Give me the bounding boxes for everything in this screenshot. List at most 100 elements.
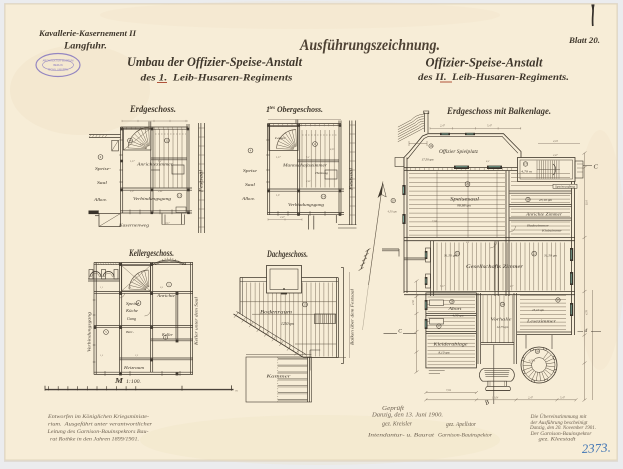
svg-text:Badezimmer: Badezimmer <box>527 224 550 228</box>
svg-text:31,50 qm: 31,50 qm <box>544 254 558 259</box>
svg-text:15: 15 <box>304 304 307 307</box>
svg-text:Obergeschoss.: Obergeschoss. <box>275 105 323 114</box>
svg-text:gez. Kreisler: gez. Kreisler <box>382 422 413 428</box>
svg-text:8,10: 8,10 <box>586 200 589 205</box>
svg-text:1250 qm: 1250 qm <box>281 322 294 326</box>
svg-text:m: m <box>236 389 239 393</box>
svg-text:6: 6 <box>100 156 102 159</box>
svg-text:Offizier-Speise-Anstalt: Offizier-Speise-Anstalt <box>426 56 544 70</box>
svg-text:tes: tes <box>270 106 276 111</box>
svg-text:4,50 qm: 4,50 qm <box>388 210 397 214</box>
svg-text:0,17: 0,17 <box>165 222 170 225</box>
svg-text:4,50 qm: 4,50 qm <box>453 315 464 318</box>
svg-text:14: 14 <box>322 196 325 199</box>
svg-text:gez. Apellstor: gez. Apellstor <box>446 422 477 428</box>
svg-text:Gang: Gang <box>127 317 136 321</box>
svg-text:1,0: 1,0 <box>276 194 280 197</box>
svg-text:12,75 qm: 12,75 qm <box>497 326 509 329</box>
svg-text:d: d <box>585 328 588 334</box>
svg-text:5,2: 5,2 <box>306 156 310 159</box>
svg-text:26: 26 <box>451 301 454 304</box>
svg-text:21: 21 <box>456 253 459 256</box>
svg-text:Keller unter dem Saal: Keller unter dem Saal <box>194 296 199 346</box>
svg-text:Lesezimmer: Lesezimmer <box>526 319 557 324</box>
svg-text:Küche: Küche <box>125 308 138 313</box>
svg-text:2,1: 2,1 <box>466 241 470 244</box>
svg-text:12: 12 <box>166 140 169 143</box>
svg-text:Festsaal: Festsaal <box>199 169 205 193</box>
svg-text:0,5: 0,5 <box>160 286 164 289</box>
svg-text:Verbindungsgang: Verbindungsgang <box>288 202 325 207</box>
svg-text:4,79 m: 4,79 m <box>521 170 533 175</box>
svg-text:7,04: 7,04 <box>446 389 451 392</box>
svg-text:Saal: Saal <box>245 182 256 187</box>
svg-text:BERLIN: BERLIN <box>53 63 62 67</box>
svg-text:23: 23 <box>557 299 560 302</box>
svg-text:Kleiderablage: Kleiderablage <box>432 342 467 347</box>
svg-text:ARCHITEKTUR-MUSEUM: ARCHITEKTUR-MUSEUM <box>43 59 74 63</box>
svg-text:2,41: 2,41 <box>306 180 311 183</box>
svg-text:1:100.: 1:100. <box>126 380 141 385</box>
svg-text:Balken über dem Festsaal: Balken über dem Festsaal <box>350 288 355 345</box>
svg-text:5,17: 5,17 <box>440 285 445 288</box>
svg-text:Speisesaal: Speisesaal <box>450 197 480 203</box>
svg-text:Heizung: Heizung <box>314 171 328 175</box>
svg-text:18: 18 <box>527 199 530 202</box>
svg-text:1,5: 1,5 <box>100 354 104 357</box>
svg-text:7,04: 7,04 <box>432 220 437 223</box>
svg-text:17,50 qm: 17,50 qm <box>422 158 435 163</box>
svg-text:2,47: 2,47 <box>553 154 558 157</box>
svg-text:Alkov.: Alkov. <box>241 196 255 201</box>
svg-text:4,50m: 4,50m <box>529 360 536 363</box>
svg-text:Der Garnison-Bauinspektor: Der Garnison-Bauinspektor <box>529 432 591 437</box>
svg-text:C: C <box>594 164 599 171</box>
svg-text:25: 25 <box>466 183 469 186</box>
svg-text:Klubzimmer: Klubzimmer <box>541 229 563 233</box>
svg-text:4,7: 4,7 <box>510 285 514 288</box>
svg-text:des II. Leib-Husaren-Regiment: des II. Leib-Husaren-Regiments. <box>418 73 569 83</box>
svg-text:Die Übereinstimmung mit: Die Übereinstimmung mit <box>529 414 587 420</box>
svg-text:2,41: 2,41 <box>158 190 163 193</box>
svg-text:23,10 qm: 23,10 qm <box>532 309 544 312</box>
svg-text:Offizier Spielplatz: Offizier Spielplatz <box>439 150 478 155</box>
svg-text:Speise: Speise <box>126 301 139 306</box>
svg-text:4,10: 4,10 <box>330 148 335 151</box>
svg-text:2,10: 2,10 <box>553 140 558 143</box>
svg-text:Anrichte: Anrichte <box>156 293 176 298</box>
svg-text:28: 28 <box>536 350 539 353</box>
svg-text:4: 4 <box>129 140 131 143</box>
svg-text:27: 27 <box>438 325 441 328</box>
svg-text:4,50: 4,50 <box>412 300 415 305</box>
svg-text:5,47: 5,47 <box>560 396 565 399</box>
svg-text:Verbindungsgang: Verbindungsgang <box>87 311 92 352</box>
svg-text:TECHN. UNIVERS.: TECHN. UNIVERS. <box>48 69 69 72</box>
svg-text:C: C <box>398 329 402 335</box>
svg-text:2373.: 2373. <box>581 440 611 455</box>
svg-text:Saal: Saal <box>97 180 108 185</box>
svg-text:Blatt 20.: Blatt 20. <box>568 35 600 45</box>
svg-text:Garnison-Bauinspektor: Garnison-Bauinspektor <box>438 433 493 439</box>
svg-text:16: 16 <box>430 145 433 148</box>
svg-text:2: 2 <box>138 302 140 305</box>
svg-text:98,88 qm: 98,88 qm <box>457 204 472 209</box>
svg-text:1,17: 1,17 <box>130 160 135 163</box>
svg-text:8,10 qm: 8,10 qm <box>439 352 450 355</box>
svg-text:2,47: 2,47 <box>440 125 445 128</box>
svg-text:1: 1 <box>266 105 270 114</box>
svg-text:1: 1 <box>168 284 170 287</box>
svg-text:Bier-: Bier- <box>126 330 134 334</box>
svg-text:Speiseaufzug: Speiseaufzug <box>555 186 576 189</box>
svg-text:Alkov.: Alkov. <box>93 197 107 202</box>
svg-text:rium. Ausgeführt unter verant: rium. Ausgeführt unter verantwortlicher <box>48 421 153 428</box>
svg-text:Speise: Speise <box>243 168 257 173</box>
svg-text:11: 11 <box>314 143 317 146</box>
svg-text:Geprüft: Geprüft <box>382 405 404 412</box>
svg-text:rat Rothke in den Jahren 1899/: rat Rothke in den Jahren 1899/1901. <box>50 437 139 443</box>
svg-text:Verbindungsgang: Verbindungsgang <box>133 196 172 201</box>
svg-text:Bodenraum: Bodenraum <box>260 311 293 316</box>
svg-text:31,50 qm: 31,50 qm <box>444 254 458 259</box>
svg-text:Kavallerie-Kasernement II: Kavallerie-Kasernement II <box>38 28 137 38</box>
svg-text:Dachgeschoss.: Dachgeschoss. <box>266 249 308 259</box>
svg-text:Keller: Keller <box>161 333 174 337</box>
svg-text:Kammer: Kammer <box>265 374 291 379</box>
